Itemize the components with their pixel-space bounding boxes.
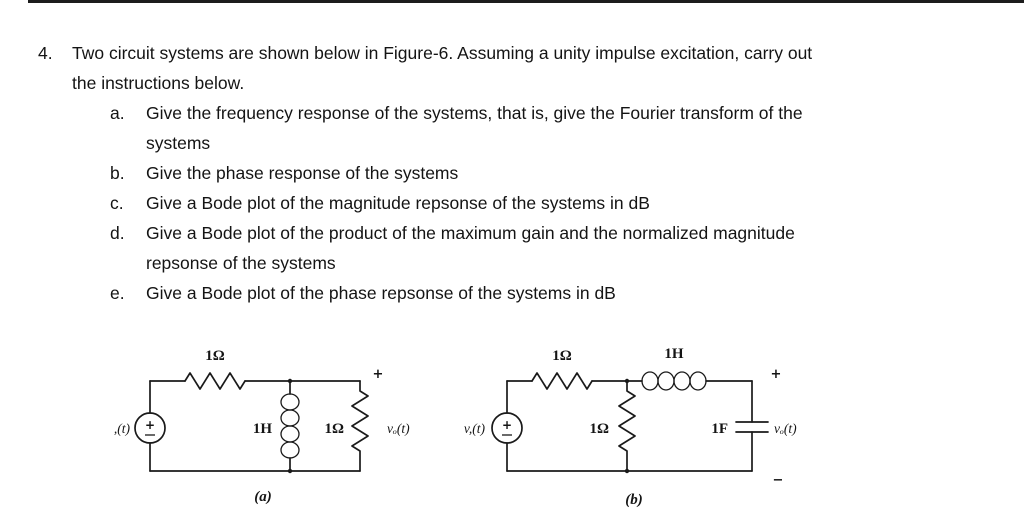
item-d-line-2: repsonse of the systems: [146, 253, 336, 273]
inductor-loop-a-1: [280, 393, 300, 411]
inductor-label-a: 1H: [253, 421, 273, 437]
item-label-c: c.: [110, 193, 124, 213]
resistor-output-a: [351, 380, 369, 472]
source-label-b: v,(t): [464, 421, 486, 436]
intro-line-2: the instructions below.: [72, 73, 245, 93]
inductor-loop-b-2: [657, 371, 675, 391]
inductor-label-b: 1H: [664, 346, 684, 362]
instruction-item-e: e. Give a Bode plot of the phase repsons…: [110, 278, 988, 308]
scan-artifact-line: [28, 0, 1024, 3]
item-d-line-1: Give a Bode plot of the product of the m…: [146, 223, 795, 243]
voltage-source-a: [134, 412, 166, 444]
item-a-line-1: Give the frequency response of the syste…: [146, 103, 803, 123]
resistor-shunt-label-b: 1Ω: [589, 421, 609, 437]
item-b-line-1: Give the phase response of the systems: [146, 163, 459, 183]
item-label-d: d.: [110, 223, 125, 243]
output-plus-a: +: [373, 367, 384, 382]
output-plus-b: +: [771, 367, 782, 382]
instruction-item-a: a. Give the frequency response of the sy…: [110, 98, 988, 158]
output-minus-b: −: [773, 473, 784, 488]
figure-6: + ,(t) 1H 1Ω 1Ω + vₒ(t): [0, 336, 1024, 523]
junction-top-b: [624, 378, 630, 384]
item-label-e: e.: [110, 283, 125, 303]
item-text-b: Give the phase response of the systems: [146, 158, 988, 188]
inductor-loop-b-1: [641, 371, 659, 391]
output-label-b: vₒ(t): [774, 421, 797, 436]
output-label-a: vₒ(t): [387, 421, 410, 436]
capacitor-label-b: 1F: [711, 421, 728, 437]
resistor-output-label-a: 1Ω: [324, 421, 344, 437]
source-label-a: ,(t): [114, 421, 131, 436]
item-label-b: b.: [110, 163, 125, 183]
problem-number: 4.: [38, 43, 53, 63]
caption-a: (a): [254, 489, 272, 505]
circuit-b-diagram: + v,(t) 1Ω 1H 1Ω 1F: [464, 346, 797, 508]
instruction-item-c: c. Give a Bode plot of the magnitude rep…: [110, 188, 988, 218]
item-text-c: Give a Bode plot of the magnitude repson…: [146, 188, 988, 218]
inductor-loop-a-2: [280, 409, 300, 427]
inductor-loop-a-3: [280, 425, 300, 443]
source-plus-sign-a: +: [145, 418, 155, 432]
inductor-loop-a-4: [280, 441, 300, 459]
inductor-loop-b-3: [673, 371, 691, 391]
source-plus-sign-b: +: [502, 418, 512, 432]
item-c-line-1: Give a Bode plot of the magnitude repson…: [146, 193, 650, 213]
circuit-b: + v,(t) 1Ω 1H 1Ω 1F: [452, 336, 824, 516]
caption-b: (b): [625, 492, 643, 508]
item-text-d: Give a Bode plot of the product of the m…: [146, 218, 988, 278]
problem-statement: 4. Two circuit systems are shown below i…: [38, 38, 988, 308]
problem-intro-text: Two circuit systems are shown below in F…: [72, 38, 988, 98]
circuit-a: + ,(t) 1H 1Ω 1Ω + vₒ(t): [100, 336, 440, 516]
voltage-source-b: [491, 412, 523, 444]
item-text-e: Give a Bode plot of the phase repsonse o…: [146, 278, 988, 308]
item-e-line-1: Give a Bode plot of the phase repsonse o…: [146, 283, 616, 303]
item-a-line-2: systems: [146, 133, 211, 153]
junction-bottom-a: [287, 468, 293, 474]
junction-bottom-b: [624, 468, 630, 474]
item-label-a: a.: [110, 103, 125, 123]
resistor-series-b: [531, 372, 593, 390]
resistor-series-label-b: 1Ω: [552, 348, 572, 364]
instruction-item-b: b. Give the phase response of the system…: [110, 158, 988, 188]
resistor-series-label-a: 1Ω: [205, 348, 225, 364]
instruction-item-d: d. Give a Bode plot of the product of th…: [110, 218, 988, 278]
inductor-loop-b-4: [689, 371, 707, 391]
circuit-a-diagram: + ,(t) 1H 1Ω 1Ω + vₒ(t): [114, 348, 410, 505]
item-text-a: Give the frequency response of the syste…: [146, 98, 988, 158]
resistor-series-a: [184, 372, 246, 390]
problem-intro: 4. Two circuit systems are shown below i…: [38, 38, 988, 98]
intro-line-1: Two circuit systems are shown below in F…: [72, 43, 813, 63]
resistor-shunt-b: [618, 380, 636, 472]
junction-top-a: [287, 378, 293, 384]
